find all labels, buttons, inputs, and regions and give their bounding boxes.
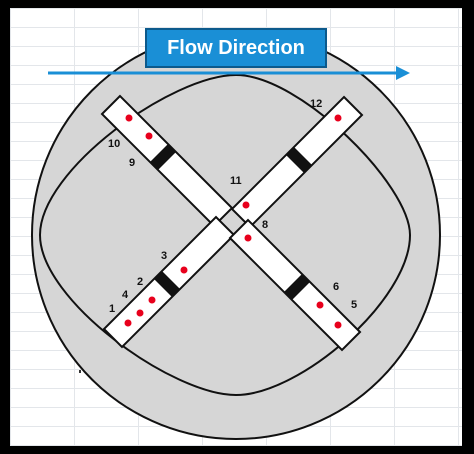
label-2: 2	[137, 276, 143, 288]
arrow-right-icon	[48, 66, 410, 80]
label-3: 3	[161, 250, 167, 262]
arm-divider	[286, 147, 312, 173]
stray-mark	[79, 370, 81, 373]
label-1: 1	[109, 303, 115, 315]
sensor-dot-8	[244, 234, 252, 242]
label-8: 8	[262, 219, 268, 231]
rounded-diamond-outline	[38, 73, 412, 397]
sensor-dot-5	[334, 321, 342, 329]
sensor-dot-1	[124, 319, 132, 327]
sensor-dot-2	[148, 296, 156, 304]
sensor-dot-3	[180, 266, 188, 274]
sensor-dot-11	[242, 201, 250, 209]
sensor-dot-12	[334, 114, 342, 122]
arm-divider	[150, 144, 176, 170]
label-6: 6	[333, 281, 339, 293]
sensor-dot-4	[136, 309, 144, 317]
label-5: 5	[351, 299, 357, 311]
label-11: 11	[230, 175, 242, 187]
label-9: 9	[129, 157, 135, 169]
label-4: 4	[122, 289, 129, 301]
label-12: 12	[310, 98, 322, 110]
sensor-dots	[124, 114, 342, 329]
arm-lower-right	[228, 218, 362, 352]
sensor-dot-10	[125, 114, 133, 122]
arm-divider	[154, 271, 180, 297]
sensor-dot-6	[316, 301, 324, 309]
sensor-dot-9	[145, 132, 153, 140]
arm-divider	[284, 274, 310, 300]
flow-direction-banner: Flow Direction	[145, 28, 327, 68]
label-10: 10	[108, 138, 120, 150]
